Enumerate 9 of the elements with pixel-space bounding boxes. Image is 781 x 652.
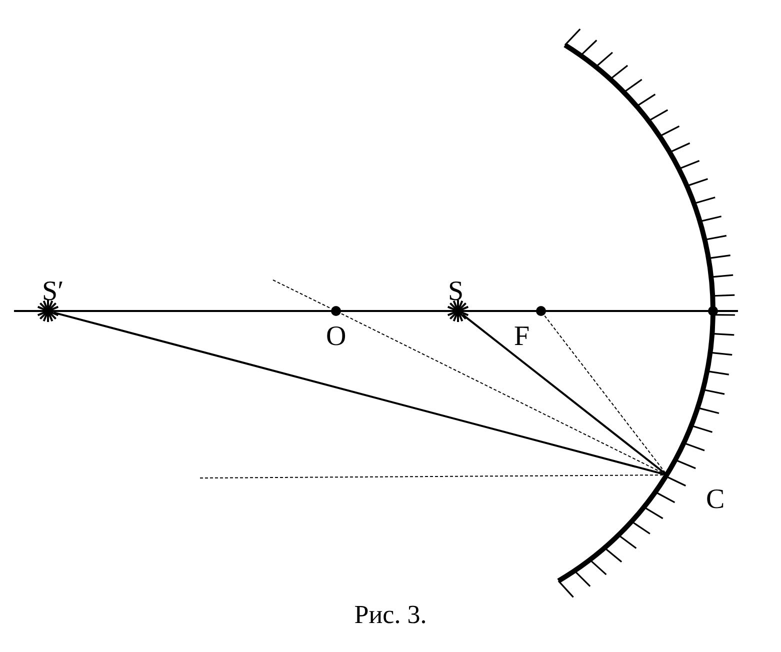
point-label: O <box>326 323 346 351</box>
point-label: C <box>706 486 725 514</box>
figure-caption: Рис. 3. <box>354 600 427 629</box>
light-ray <box>462 314 668 476</box>
point-label: S′ <box>42 278 64 306</box>
point-label: S <box>448 278 464 306</box>
point-label: F <box>514 323 530 351</box>
dotted-ray <box>544 315 668 476</box>
light-ray <box>54 312 668 476</box>
